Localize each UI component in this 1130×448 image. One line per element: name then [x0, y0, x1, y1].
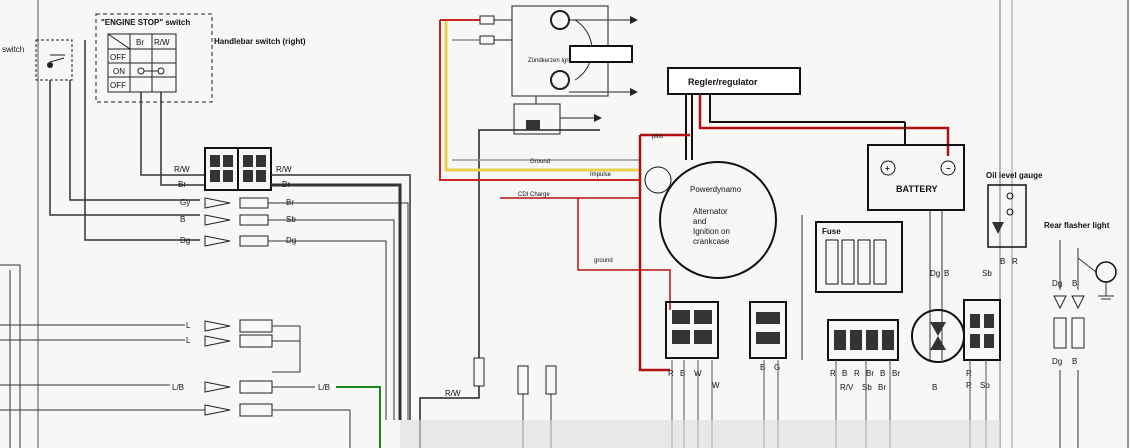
bottom-label: B [760, 363, 765, 372]
battery-label: BATTERY [896, 184, 938, 194]
bottom-label: Dg [930, 269, 940, 278]
alternator-line4: crankcase [693, 237, 730, 246]
alternator-line1: Alternator [693, 207, 728, 216]
wire-label-gy: Gy [180, 198, 190, 207]
rear-flasher-label: Rear flasher light [1044, 221, 1110, 230]
green-wire [336, 386, 381, 448]
bottom-label: B [932, 383, 937, 392]
bottom-label: Br [892, 369, 900, 378]
wire-label-rw2: R/W [276, 165, 292, 174]
wire-label-rw1: R/W [174, 165, 190, 174]
impulse-label: Impulse [590, 172, 612, 178]
alternator-line2: and [693, 217, 706, 226]
right-label-dg1: Dg [1052, 279, 1062, 288]
right-label-b2: B [1072, 279, 1077, 288]
connector-mid [749, 301, 787, 359]
bottom-label: R/V [840, 383, 854, 392]
bottom-label: G [774, 363, 780, 372]
switch-col-br: Br [136, 38, 144, 47]
right-label-sb: Sb [982, 269, 992, 278]
bottom-label: Sb [862, 383, 872, 392]
connector-left [665, 301, 719, 359]
bottom-label: B [680, 369, 685, 378]
oil-gauge-box [987, 184, 1027, 248]
bottom-label: Br [866, 369, 874, 378]
bottom-label: Sb [980, 381, 990, 390]
svg-text:+: + [885, 164, 890, 173]
bottom-label: W [712, 381, 720, 390]
yellow-wire [444, 20, 640, 172]
left-switch-label: switch [2, 45, 24, 54]
powerdynamo-label: Powerdynamo [690, 185, 742, 194]
bottom-label: B [944, 269, 949, 278]
regulator-label: Regler/regulator [688, 77, 758, 87]
left-switch-box [35, 39, 73, 81]
battery-box [867, 144, 965, 211]
bottom-label: R [668, 369, 674, 378]
wire-label-b: B [180, 215, 185, 224]
relay-box [513, 103, 561, 135]
switch-row-off2: OFF [110, 81, 126, 90]
alternator-line3: Ignition on [693, 227, 730, 236]
wire-label-l2: L [186, 336, 191, 345]
plus-label: plus [652, 134, 663, 140]
oil-gauge-label: Oil level gauge [986, 171, 1043, 180]
engine-stop-switch-box [95, 13, 213, 103]
powerdynamo-circle [659, 161, 777, 279]
wire-label-rw3: R/W [445, 389, 461, 398]
switch-row-on: ON [113, 67, 125, 76]
wire-label-l1: L [186, 321, 191, 330]
bottom-label: R [854, 369, 860, 378]
ground-label: Ground [530, 159, 550, 165]
right-label-b: B [1000, 257, 1005, 266]
regulator-box [667, 67, 801, 95]
right-label-r: R [1012, 257, 1018, 266]
bottom-label: Br [878, 383, 886, 392]
wire-label-lb1: L/B [172, 383, 184, 392]
fuse-label: Fuse [822, 227, 841, 236]
bottom-label: B [842, 369, 847, 378]
bottom-label: R [966, 369, 972, 378]
switch-col-rw: R/W [154, 38, 170, 47]
bottom-label: R [966, 381, 972, 390]
switch-row-off1: OFF [110, 53, 126, 62]
wire-label-lb2: L/B [318, 383, 330, 392]
handlebar-switch-label: Handlebar switch (right) [214, 37, 306, 46]
fuse-box [815, 221, 903, 293]
ignition-unit-label: Zündkerzen Ignition unit [528, 58, 592, 64]
ground2-label: ground [594, 258, 613, 264]
wire-label-dg-left: Dg [180, 236, 190, 245]
connector-right [827, 319, 899, 361]
bottom-label: B [880, 369, 885, 378]
right-label-dg2: Dg [1052, 357, 1062, 366]
bottom-label: R [830, 369, 836, 378]
cdi-charge-label: CDI Charge [518, 192, 550, 198]
rw-connector [473, 357, 485, 387]
wire-label-br1: Br [178, 180, 186, 189]
right-label-b3: B [1072, 357, 1077, 366]
svg-text:−: − [946, 164, 951, 173]
red-wire-top [439, 20, 640, 181]
engine-stop-title: "ENGINE STOP" switch [101, 18, 190, 27]
